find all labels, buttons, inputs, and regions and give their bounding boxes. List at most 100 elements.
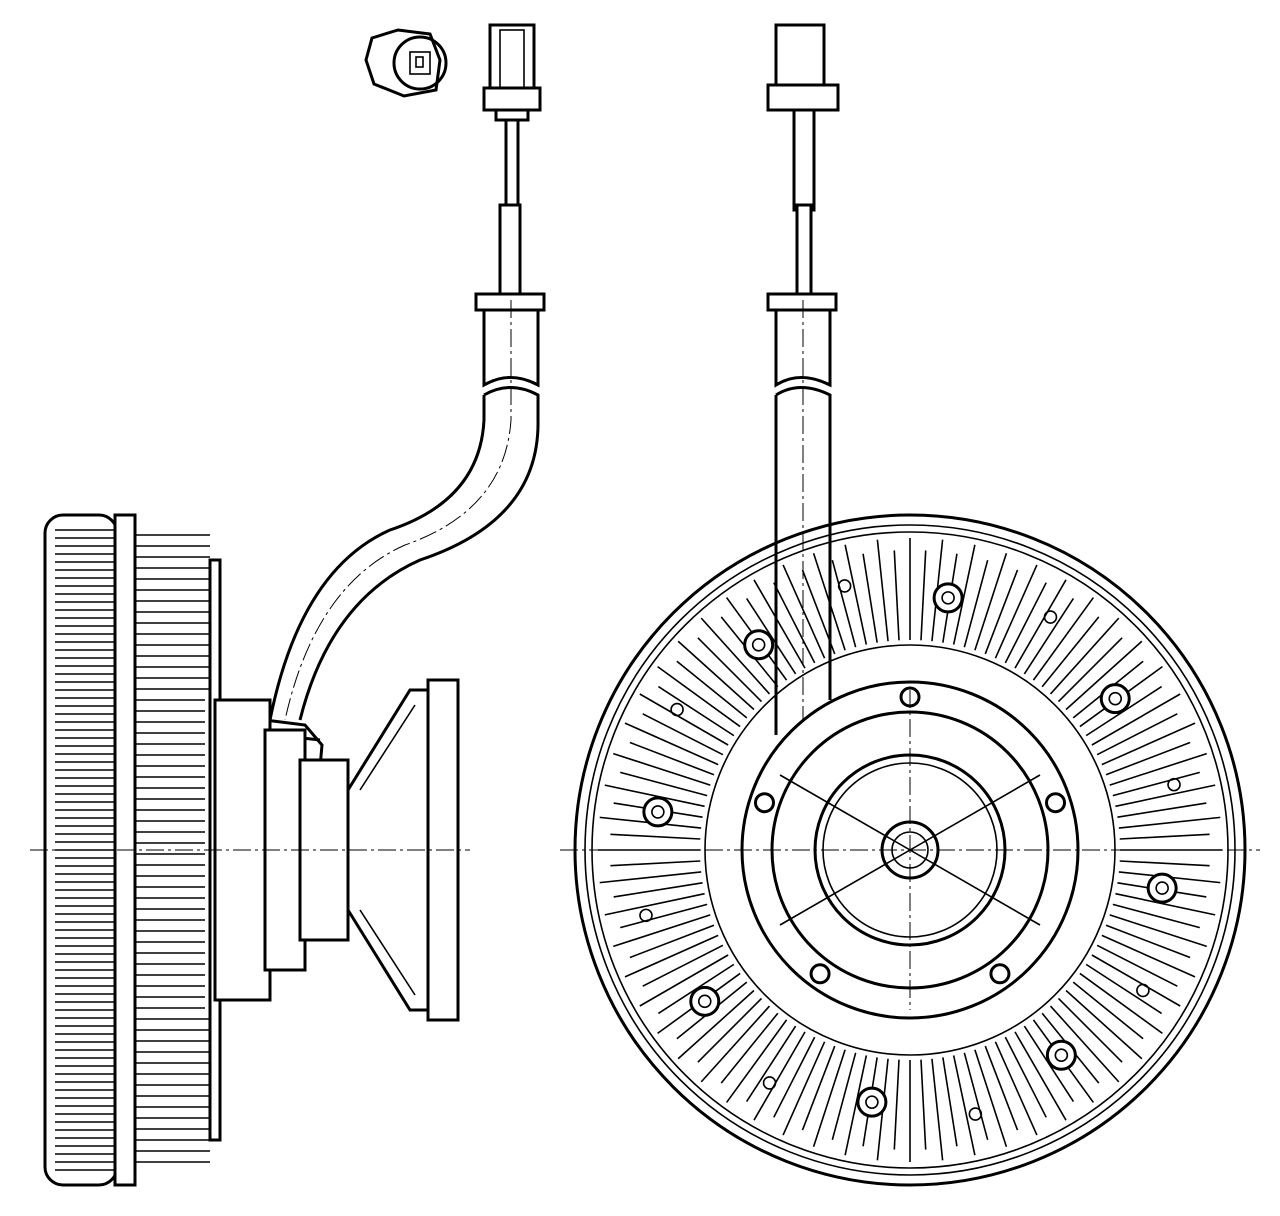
cooling-fin <box>613 914 711 948</box>
cooling-fin <box>984 1045 1019 1131</box>
cooling-fin <box>1041 616 1100 688</box>
fin-hole <box>639 908 653 923</box>
cooling-fin <box>1096 713 1178 756</box>
mounting-boss <box>1045 1039 1077 1071</box>
cooling-fin <box>893 550 900 641</box>
cooling-fin <box>1091 693 1181 746</box>
cooling-fin <box>629 924 715 959</box>
cooling-fin <box>1032 597 1095 681</box>
cooling-fin <box>697 637 763 703</box>
cooling-fin <box>1118 816 1221 829</box>
cooling-fin <box>745 1025 797 1103</box>
cooling-fin <box>624 934 719 978</box>
cooling-fin <box>700 617 771 695</box>
cooling-fin <box>1091 954 1181 1007</box>
cooling-fin <box>1049 1005 1120 1083</box>
mounting-hole <box>1108 691 1123 706</box>
cooling-fin <box>801 1045 836 1131</box>
cooling-fin <box>1119 833 1210 840</box>
mounting-hole <box>1155 881 1169 895</box>
cooling-fin <box>844 544 868 645</box>
mounting-boss <box>856 1086 888 1118</box>
cooling-fin <box>920 550 927 641</box>
mounting-boss <box>932 582 964 614</box>
cooling-fin <box>1065 640 1143 711</box>
cooling-fin <box>1049 617 1120 695</box>
cooling-fin <box>1115 892 1216 916</box>
cooling-fin <box>604 892 705 916</box>
front-view-fan-clutch <box>560 513 1260 1187</box>
cooling-fin <box>1101 934 1196 978</box>
cooling-fin <box>952 544 976 645</box>
side-view-fan-clutch <box>30 513 470 1187</box>
cooling-fin <box>952 1055 976 1156</box>
fin-hole <box>1136 983 1150 998</box>
cooling-fin <box>599 871 702 884</box>
cooling-fin <box>677 989 755 1060</box>
cooling-fin <box>700 1005 771 1083</box>
cooling-fin <box>657 685 735 737</box>
cooling-fin <box>963 560 989 648</box>
cooling-fin <box>1109 752 1207 786</box>
cooling-fin <box>1065 989 1143 1060</box>
cooling-fin <box>642 944 724 987</box>
cooling-fin <box>624 722 719 766</box>
mounting-boss <box>642 796 674 828</box>
cooling-fin <box>1057 997 1123 1063</box>
cooling-fin <box>831 560 857 648</box>
cooling-fin <box>1117 802 1207 818</box>
cooling-fin <box>677 640 755 711</box>
cooling-fin <box>639 693 729 746</box>
cooling-fin <box>1004 582 1047 664</box>
mounting-hole <box>1054 1048 1069 1063</box>
cooling-fin <box>773 1036 816 1118</box>
cooling-fin <box>801 569 836 655</box>
cooling-fin <box>753 579 806 669</box>
cooling-fin <box>676 660 748 719</box>
cooling-fin <box>1101 722 1196 766</box>
cooling-fin <box>1115 784 1216 808</box>
cooling-fin <box>1109 914 1207 948</box>
mounting-hole <box>751 637 766 652</box>
cooling-fin <box>620 771 708 797</box>
cooling-fin <box>725 1019 788 1103</box>
cooling-fin <box>1096 944 1178 987</box>
mounting-boss <box>1146 872 1178 904</box>
fin-hole <box>968 1107 983 1121</box>
cooling-fin <box>812 553 846 651</box>
hub-bolt <box>989 963 1011 985</box>
cooling-fin <box>994 564 1038 659</box>
cooling-fin <box>1085 963 1163 1015</box>
cooling-fin <box>1014 579 1067 669</box>
cooling-fin <box>1105 741 1191 776</box>
cooling-fin <box>782 1041 826 1136</box>
cooling-fin <box>720 1012 779 1084</box>
hub-bolt <box>753 792 775 814</box>
fin-hole <box>1167 777 1181 792</box>
cooling-fin <box>942 1057 958 1147</box>
front-view-cable <box>766 23 840 735</box>
hub-bolt <box>1045 792 1067 814</box>
side-view-cable <box>263 23 546 792</box>
cooling-fin <box>862 553 878 643</box>
cooling-fin <box>812 1049 846 1147</box>
mounting-hole <box>865 1095 879 1109</box>
cooling-fin <box>831 1052 857 1140</box>
fin-hole <box>1043 610 1058 624</box>
cooling-fin <box>1112 771 1200 797</box>
cooling-fin <box>604 784 705 808</box>
mounting-boss <box>1099 683 1131 715</box>
cooling-fin <box>994 1041 1038 1136</box>
cooling-fin <box>1105 924 1191 959</box>
cooling-fin <box>657 665 741 728</box>
cooling-fin <box>844 1055 868 1156</box>
cooling-fin <box>1079 972 1163 1035</box>
cooling-fin <box>620 903 708 929</box>
cooling-fin <box>876 539 889 642</box>
cooling-fin <box>1072 981 1144 1040</box>
cooling-fin <box>1014 1031 1067 1121</box>
cooling-fin <box>984 569 1019 655</box>
cooling-fin <box>610 833 701 840</box>
cooling-fin <box>753 1031 806 1121</box>
cooling-fin <box>782 564 826 659</box>
